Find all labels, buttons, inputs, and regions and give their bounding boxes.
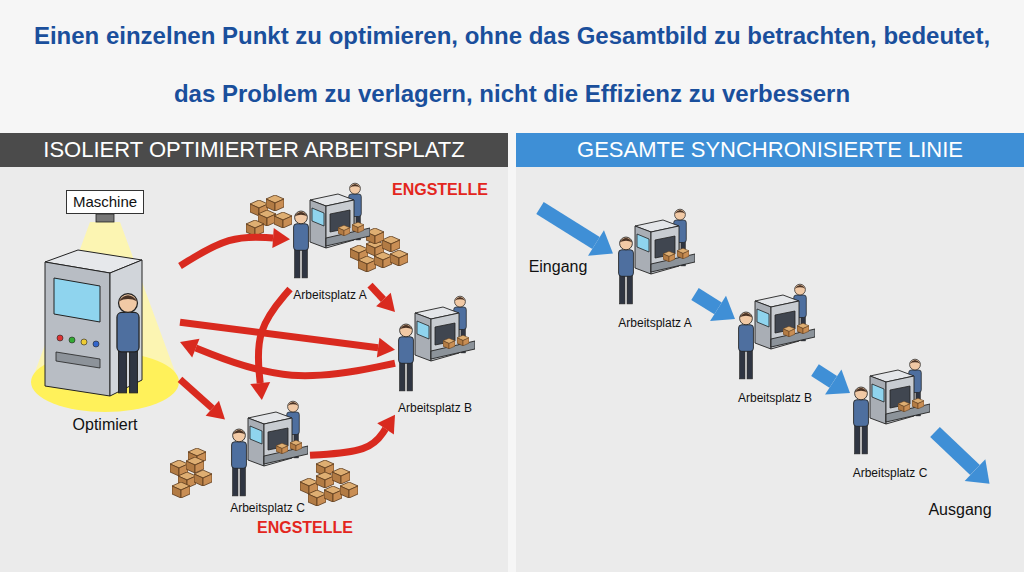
workstation-node: Arbeitsplatz B xyxy=(735,283,815,405)
station-label: Arbeitsplatz A xyxy=(618,316,691,330)
title: Einen einzelnen Punkt zu optimieren, ohn… xyxy=(32,7,992,123)
bottleneck-label: ENGSTELLE xyxy=(257,519,353,537)
panel-heading: GESAMTE SYNCHRONISIERTE LINIE xyxy=(516,133,1024,167)
workstation-node: Arbeitsplatz A xyxy=(615,208,695,330)
workstation-node: Arbeitsplatz A xyxy=(290,182,370,302)
station-label: Arbeitsplatz C xyxy=(230,501,305,515)
flow-label: Eingang xyxy=(529,258,588,276)
workstation-node: Arbeitsplatz C xyxy=(225,400,310,515)
workstation-node: Arbeitsplatz B xyxy=(395,295,475,415)
title-area: Einen einzelnen Punkt zu optimieren, ohn… xyxy=(0,0,1024,130)
workstation-node: Arbeitsplatz C xyxy=(850,358,930,480)
panel-band: ISOLIERT OPTIMIERTER ARBEITSPLATZ Maschin… xyxy=(0,133,508,572)
station-label: Arbeitsplatz B xyxy=(398,401,472,415)
status-label: Optimiert xyxy=(73,415,138,435)
station-label: Arbeitsplatz B xyxy=(738,391,812,405)
panel-heading: ISOLIERT OPTIMIERTER ARBEITSPLATZ xyxy=(0,133,508,167)
flow-label: Ausgang xyxy=(928,501,991,519)
bottleneck-label: ENGSTELLE xyxy=(392,181,488,199)
station-label: Arbeitsplatz A xyxy=(293,288,366,302)
station-label: Arbeitsplatz C xyxy=(853,466,928,480)
machine-node: MaschineOptimiert xyxy=(30,190,180,435)
machine-tag: Maschine xyxy=(66,190,144,214)
